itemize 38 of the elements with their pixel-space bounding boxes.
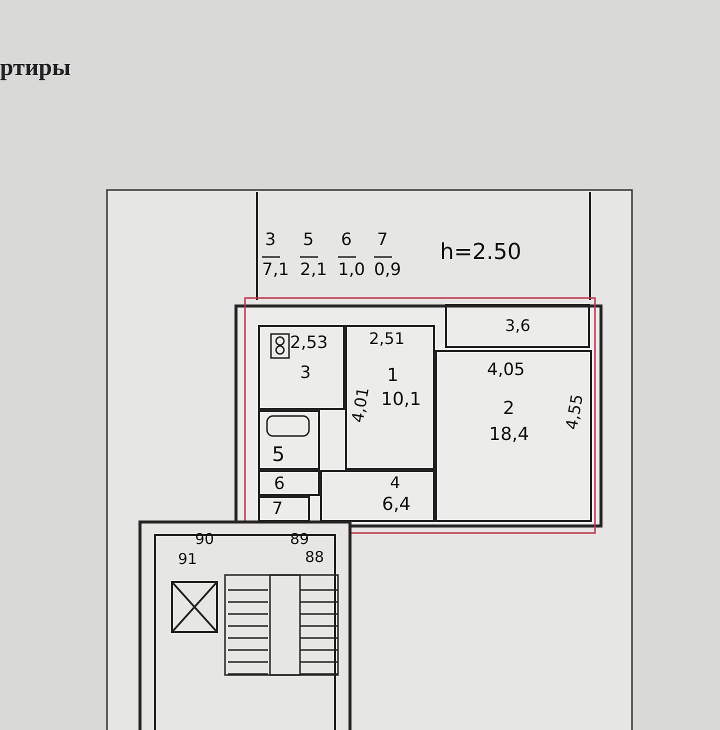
area-value: 3,6 — [505, 318, 530, 334]
area-value: 2,1 — [300, 262, 328, 279]
room-number: 1 — [387, 367, 398, 385]
room-outline — [320, 470, 435, 522]
room-outline — [258, 410, 320, 470]
room-outline — [445, 304, 590, 348]
area-value: 0,9 — [374, 262, 402, 279]
room-outline — [258, 325, 345, 410]
dimension-value: 4,55 — [564, 393, 586, 431]
room-number: 7 — [377, 232, 388, 249]
ceiling-height: h=2.50 — [440, 242, 522, 264]
room-number: 3 — [265, 232, 276, 249]
room-number: 6 — [341, 232, 352, 249]
room-number: 2 — [503, 400, 514, 418]
room-outline — [258, 470, 320, 496]
apartment-number: 89 — [290, 532, 310, 547]
apartment-number: 91 — [178, 552, 198, 567]
area-value: 18,4 — [489, 426, 530, 444]
area-value: 10,1 — [381, 391, 422, 409]
area-value: 7,1 — [262, 262, 290, 279]
apartment-number: 90 — [195, 532, 214, 547]
dimension-value: 4,05 — [487, 362, 525, 379]
area-value: 1,0 — [338, 262, 366, 279]
dimension-value: 2,51 — [369, 331, 405, 347]
room-number: 5 — [272, 444, 285, 464]
room-number: 4 — [390, 475, 400, 491]
room-number: 3 — [300, 365, 311, 382]
apartment-number: 88 — [305, 550, 324, 565]
room-outline — [345, 325, 435, 470]
room-outline — [435, 350, 592, 522]
page-heading: ртиры — [0, 55, 71, 82]
room-number: 5 — [303, 232, 314, 249]
room-outline — [258, 496, 310, 522]
room-number: 6 — [274, 476, 285, 493]
dimension-value: 2,53 — [290, 335, 328, 352]
room-number: 7 — [272, 501, 283, 518]
area-value: 6,4 — [382, 496, 411, 514]
dimension-value: 4,01 — [350, 386, 372, 424]
